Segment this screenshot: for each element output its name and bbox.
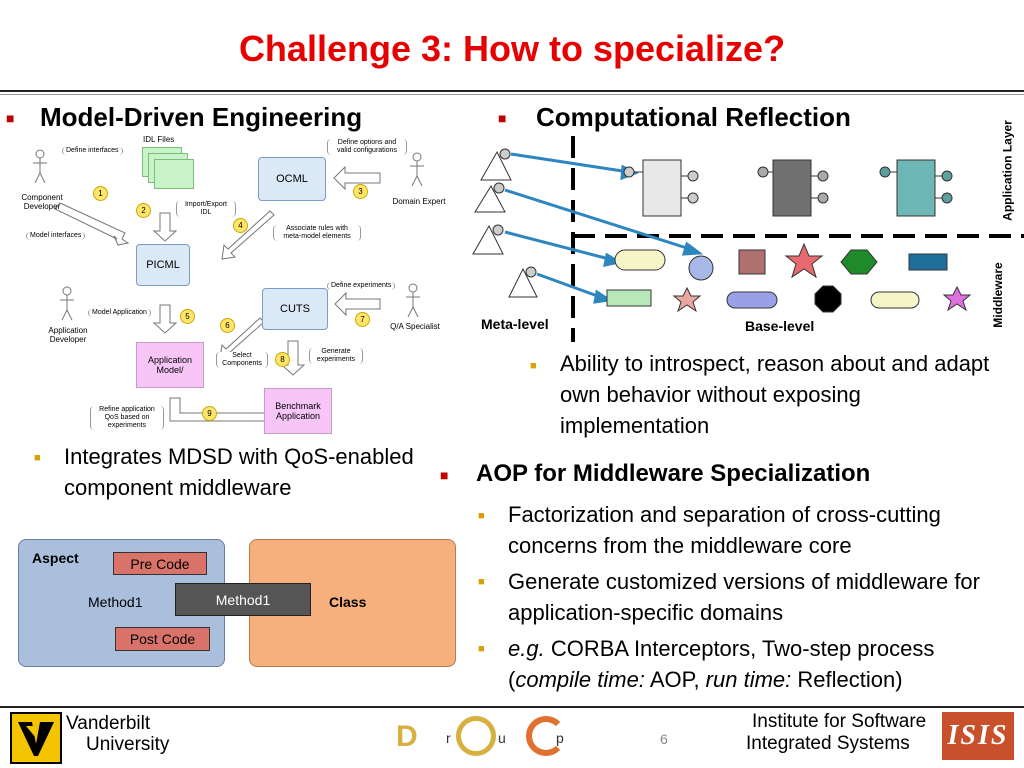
isis-logo: ISIS	[942, 712, 1014, 760]
mde-diagram: IDL Files Define interfaces Component De…	[0, 133, 455, 438]
meta-level-label: Meta-level	[481, 316, 549, 332]
idl-files-label: IDL Files	[143, 135, 175, 144]
method1-label: Method1	[88, 594, 143, 610]
bullet-marker: ■	[440, 467, 449, 483]
pre-code-box: Pre Code	[113, 552, 207, 575]
step-badge: 6	[220, 318, 235, 333]
domain-expert-label: Domain Expert	[392, 197, 446, 206]
step-badge: 5	[180, 309, 195, 324]
component-developer-label: Component Developer	[21, 193, 63, 211]
define-options-note: Define options and valid configurations	[327, 139, 407, 155]
generate-experiments-note: Generate experiments	[309, 348, 363, 364]
compile-time-label: compile time:	[515, 667, 645, 692]
vanderbilt-v-icon	[18, 722, 54, 756]
picml-box: PICML	[136, 244, 190, 286]
class-label: Class	[329, 594, 367, 610]
application-developer-label: Application Developer	[48, 326, 88, 344]
aop-word: AOP,	[644, 667, 706, 692]
reflection-diagram: Meta-level Base-level Application Layer …	[465, 120, 1024, 347]
mde-arrows	[33, 149, 424, 422]
application-model-box: Application Model/	[136, 342, 204, 388]
vanderbilt-logo	[10, 712, 62, 764]
application-layer-label: Application Layer	[1000, 120, 1015, 221]
post-code-box: Post Code	[115, 627, 210, 651]
reflection-heading: Computational Reflection	[536, 102, 851, 132]
step-badge: 8	[275, 352, 290, 367]
idl-file-icon	[154, 159, 194, 189]
aop-bullet-1: Factorization and separation of cross-cu…	[508, 502, 941, 558]
run-time-label: run time:	[705, 667, 792, 692]
eg-label: e.g.	[508, 636, 545, 661]
define-experiments-note: Define experiments	[327, 282, 396, 290]
bullet-marker: ■	[34, 452, 41, 464]
vanderbilt-line2: University	[86, 734, 170, 755]
aspect-label: Aspect	[32, 550, 79, 566]
step-badge: 1	[93, 186, 108, 201]
doc-logo-letter: p	[556, 730, 564, 746]
doc-logo-letter: r	[446, 730, 451, 746]
model-application-note: Model Application	[88, 309, 151, 317]
step-badge: 4	[233, 218, 248, 233]
eg-paren: (	[508, 667, 516, 692]
bullet-marker: ■	[6, 110, 15, 126]
method1-box: Method1	[175, 583, 311, 616]
select-components-note: Select Components	[216, 352, 268, 368]
bullet-marker: ■	[498, 110, 507, 126]
reflection-bullet-text: Ability to introspect, reason about and …	[560, 351, 990, 438]
aop-heading: AOP for Middleware Specialization	[476, 460, 871, 487]
reflection-graphic	[472, 136, 1024, 342]
title-divider	[0, 90, 1024, 92]
step-badge: 9	[202, 406, 217, 421]
associate-rules-note: Associate rules with meta-model elements	[273, 225, 361, 241]
reflection-word: Reflection)	[791, 667, 903, 692]
qa-specialist-label: Q/A Specialist	[390, 322, 440, 331]
step-badge: 7	[355, 312, 370, 327]
bullet-marker: ■	[530, 360, 537, 372]
cuts-box: CUTS	[262, 288, 328, 330]
model-interfaces-note: Model interfaces	[26, 232, 86, 240]
doc-group-logo: D r u p	[396, 716, 586, 760]
ocml-box: OCML	[258, 157, 326, 201]
footer-divider	[0, 706, 1024, 708]
mde-heading: Model-Driven Engineering	[40, 102, 363, 132]
mdsd-bullet-text: Integrates MDSD with QoS-enabled compone…	[64, 444, 414, 500]
page-title: Challenge 3: How to specialize?	[238, 28, 786, 69]
define-interfaces-note: Define interfaces	[62, 147, 123, 155]
bullet-marker: ■	[478, 643, 485, 655]
bullet-marker: ■	[478, 576, 485, 588]
aop-bullet-3: e.g. CORBA Interceptors, Two-step proces…	[508, 633, 1018, 695]
refine-application-note: Refine application QoS based on experime…	[90, 406, 164, 430]
step-badge: 2	[136, 203, 151, 218]
page-number: 6	[660, 731, 668, 747]
title-divider-thin	[0, 94, 1024, 95]
base-level-label: Base-level	[745, 318, 815, 334]
middleware-layer-label: Middleware	[991, 262, 1005, 328]
isis-line2: Integrated Systems	[746, 733, 910, 754]
import-export-note: Import/Export IDL	[176, 201, 236, 217]
aop-bullet-2: Generate customized versions of middlewa…	[508, 569, 980, 625]
vanderbilt-line1: Vanderbilt	[66, 713, 151, 734]
eg-text: CORBA Interceptors, Two-step process	[544, 636, 935, 661]
doc-logo-letter: u	[498, 730, 506, 746]
c-shape-icon	[526, 716, 566, 756]
doc-logo-letter: D	[396, 720, 418, 753]
step-badge: 3	[353, 184, 368, 199]
bullet-marker: ■	[478, 510, 485, 522]
clock-icon	[456, 716, 496, 756]
isis-line1: Institute for Software	[752, 711, 927, 732]
benchmark-application-box: Benchmark Application	[264, 388, 332, 434]
